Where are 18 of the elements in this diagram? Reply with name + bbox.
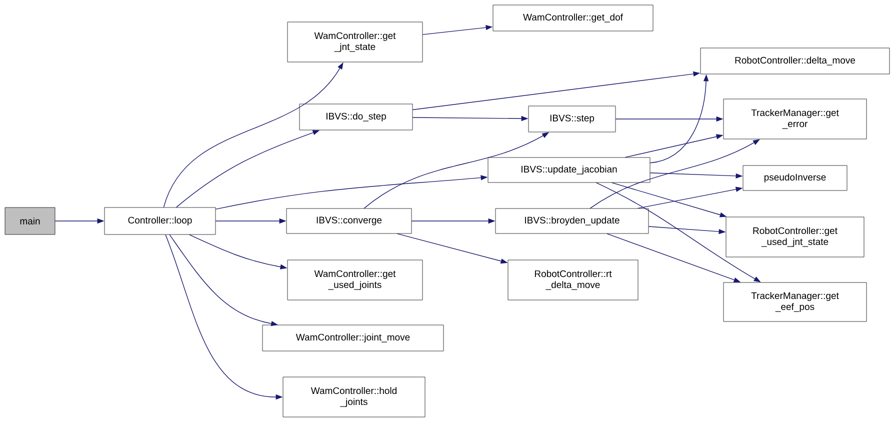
function-box: TrackerManager::get _eef_pos (723, 282, 867, 322)
function-box: RobotController::get _used_jnt_state (726, 216, 864, 258)
function-box: pseudoInverse (742, 165, 848, 191)
function-box: RobotController::rt _delta_move (508, 260, 638, 300)
function-box: RobotController::delta_move (700, 48, 890, 74)
function-box: WamController::get _jnt_state (287, 22, 423, 62)
function-box: IBVS::step (528, 106, 616, 132)
start-box: main (4, 207, 56, 235)
function-box: Controller::loop (104, 207, 216, 235)
function-box: IBVS::update_jacobian (488, 157, 650, 183)
function-box: IBVS::do_step (299, 104, 413, 130)
function-box: IBVS::broyden_update (495, 208, 649, 234)
function-box: WamController::get_dof (492, 4, 654, 32)
function-box: WamController::hold _joints (282, 376, 426, 418)
function-box: IBVS::converge (286, 208, 412, 234)
function-box: WamController::get _used_joints (287, 260, 423, 300)
function-box: TrackerManager::get _error (723, 98, 867, 140)
function-box: WamController::joint_move (262, 324, 444, 352)
